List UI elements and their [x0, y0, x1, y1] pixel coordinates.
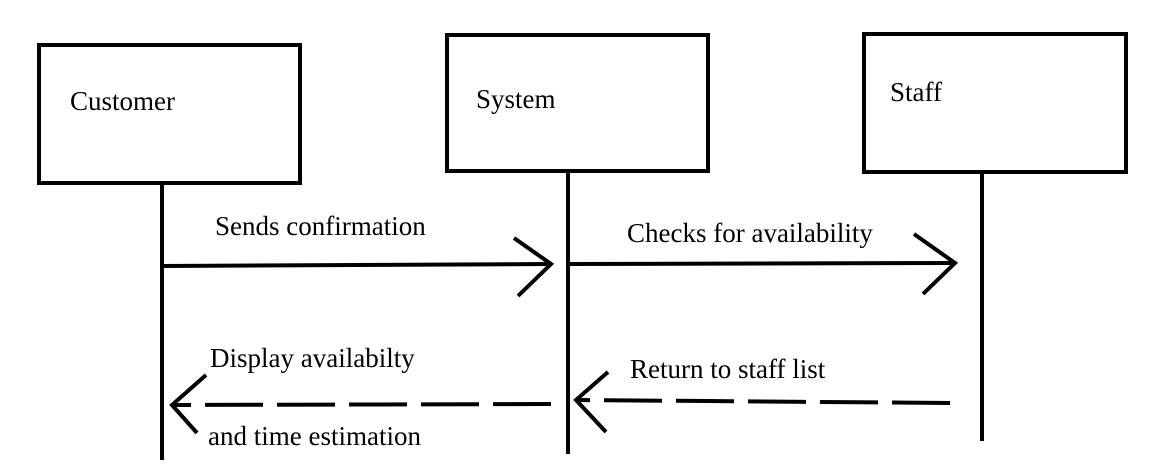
participant-staff: Staff: [862, 32, 1128, 174]
message-label-line2: and time estimation: [208, 421, 421, 451]
staff-label: Staff: [890, 77, 942, 107]
message-arrow-line: [171, 402, 552, 407]
participant-customer: Customer: [37, 43, 302, 185]
customer-label: Customer: [70, 86, 175, 116]
message-label: Checks for availability: [627, 218, 873, 248]
system-box: [445, 33, 710, 173]
message-sends-confirmation: Sends confirmation: [161, 211, 555, 298]
message-checks-availability: Checks for availability: [567, 218, 959, 296]
message-arrow-line: [161, 262, 552, 268]
message-label: Return to staff list: [630, 354, 826, 384]
message-display-availability: Display availabilty and time estimation: [169, 343, 552, 451]
message-return-staff-list: Return to staff list: [573, 354, 951, 434]
customer-box: [37, 43, 302, 185]
message-label: Sends confirmation: [215, 211, 426, 241]
arrowhead-left-icon: [573, 370, 610, 434]
message-arrow-line: [575, 398, 951, 405]
message-arrow-line: [567, 261, 956, 266]
participant-system: System: [445, 33, 710, 173]
arrowhead-right-icon: [912, 232, 959, 296]
staff-box: [862, 32, 1128, 174]
message-label-line1: Display availabilty: [210, 343, 415, 373]
system-label: System: [476, 84, 556, 114]
arrowhead-right-icon: [512, 236, 555, 298]
arrowhead-left-icon: [169, 373, 208, 435]
